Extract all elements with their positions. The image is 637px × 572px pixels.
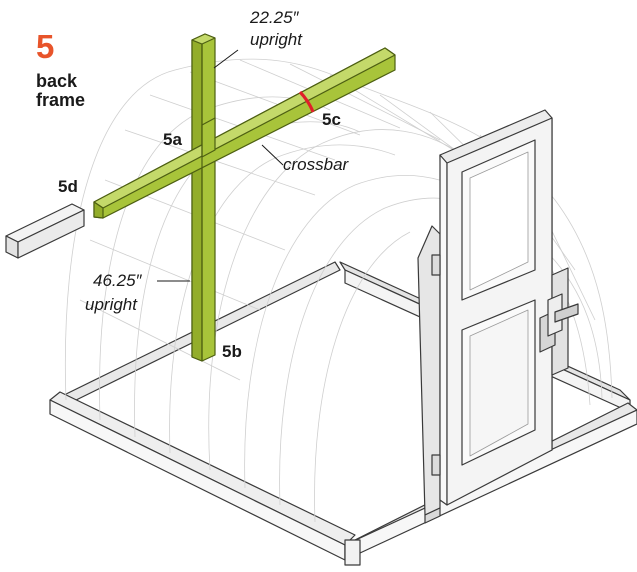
step-title: back frame bbox=[36, 72, 116, 110]
leader-lines bbox=[157, 49, 284, 282]
step-title-line1: back bbox=[36, 71, 78, 91]
step-number: 5 bbox=[36, 28, 55, 65]
part-label-5c: 5c bbox=[322, 110, 341, 129]
back-frame-lumber bbox=[93, 33, 396, 362]
door-assembly bbox=[417, 109, 579, 524]
crossbar-label: crossbar bbox=[283, 155, 349, 174]
top-upright-length: 22.25″ bbox=[250, 8, 299, 27]
part-label-5b: 5b bbox=[222, 342, 242, 361]
top-upright-word: upright bbox=[250, 30, 302, 49]
part-label-5a: 5a bbox=[163, 130, 182, 149]
long-upright-word: upright bbox=[85, 295, 137, 314]
part-label-5d: 5d bbox=[58, 177, 78, 196]
offcut-block-5d bbox=[5, 203, 85, 259]
long-upright-length: 46.25″ bbox=[93, 271, 142, 290]
step-title-line2: frame bbox=[36, 90, 86, 110]
